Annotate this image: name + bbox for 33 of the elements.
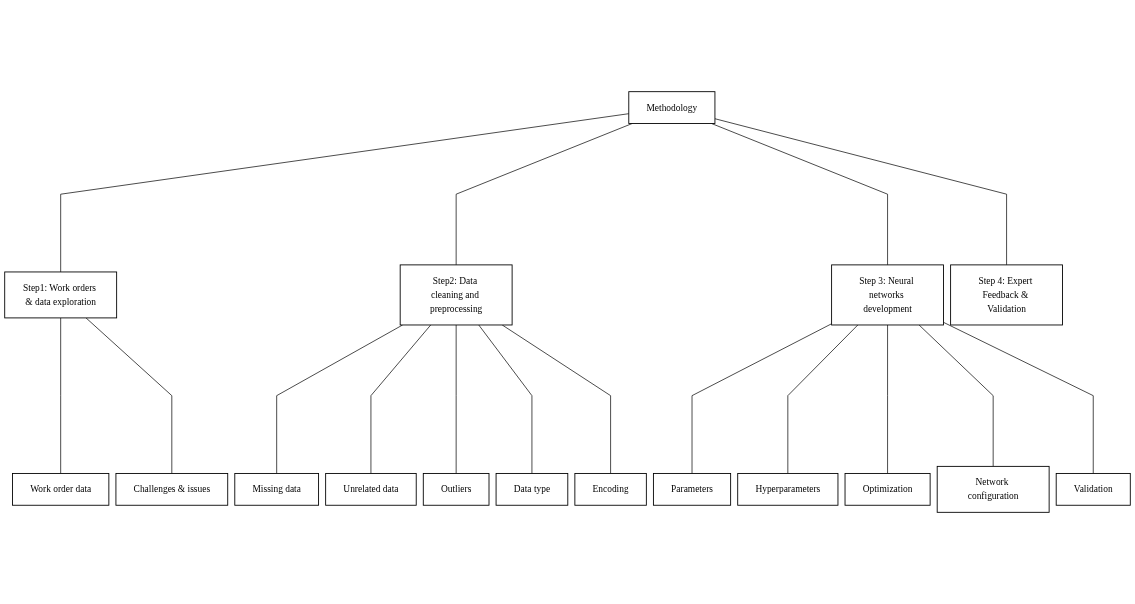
connector (691, 323, 832, 474)
node-box: Step2: Data cleaning and preprocessing (399, 264, 513, 326)
node-box: Missing data (234, 473, 319, 506)
connector (60, 317, 62, 474)
connector (455, 324, 457, 474)
node-box: Work order data (12, 473, 110, 506)
node-box: Network configuration (936, 465, 1050, 513)
node-box: Step 4: Expert Feedback & Validation (950, 264, 1063, 326)
node-box: Methodology (628, 91, 716, 124)
node-box: Data type (495, 473, 569, 506)
connector (711, 123, 888, 266)
node-box: Optimization (844, 473, 931, 506)
node-box: Outliers (422, 473, 490, 506)
node-box: Parameters (652, 473, 732, 506)
connector (787, 324, 859, 474)
connector (887, 324, 888, 474)
node-box: Step 3: Neural networks development (831, 264, 944, 326)
connector (501, 324, 611, 474)
node-box: Validation (1055, 473, 1131, 506)
connector (276, 324, 403, 474)
node-box: Encoding (574, 473, 647, 506)
node-box: Step1: Work orders & data exploration (4, 271, 118, 319)
connector (478, 324, 533, 474)
connector (60, 113, 630, 273)
connector (370, 324, 432, 474)
connector (943, 322, 1094, 474)
node-box: Challenges & issues (115, 473, 229, 506)
connector (918, 324, 994, 467)
connector (85, 317, 173, 474)
connector (714, 118, 1007, 266)
connector (455, 123, 633, 266)
node-box: Hyperparameters (737, 473, 839, 506)
node-box: Unrelated data (325, 473, 417, 506)
